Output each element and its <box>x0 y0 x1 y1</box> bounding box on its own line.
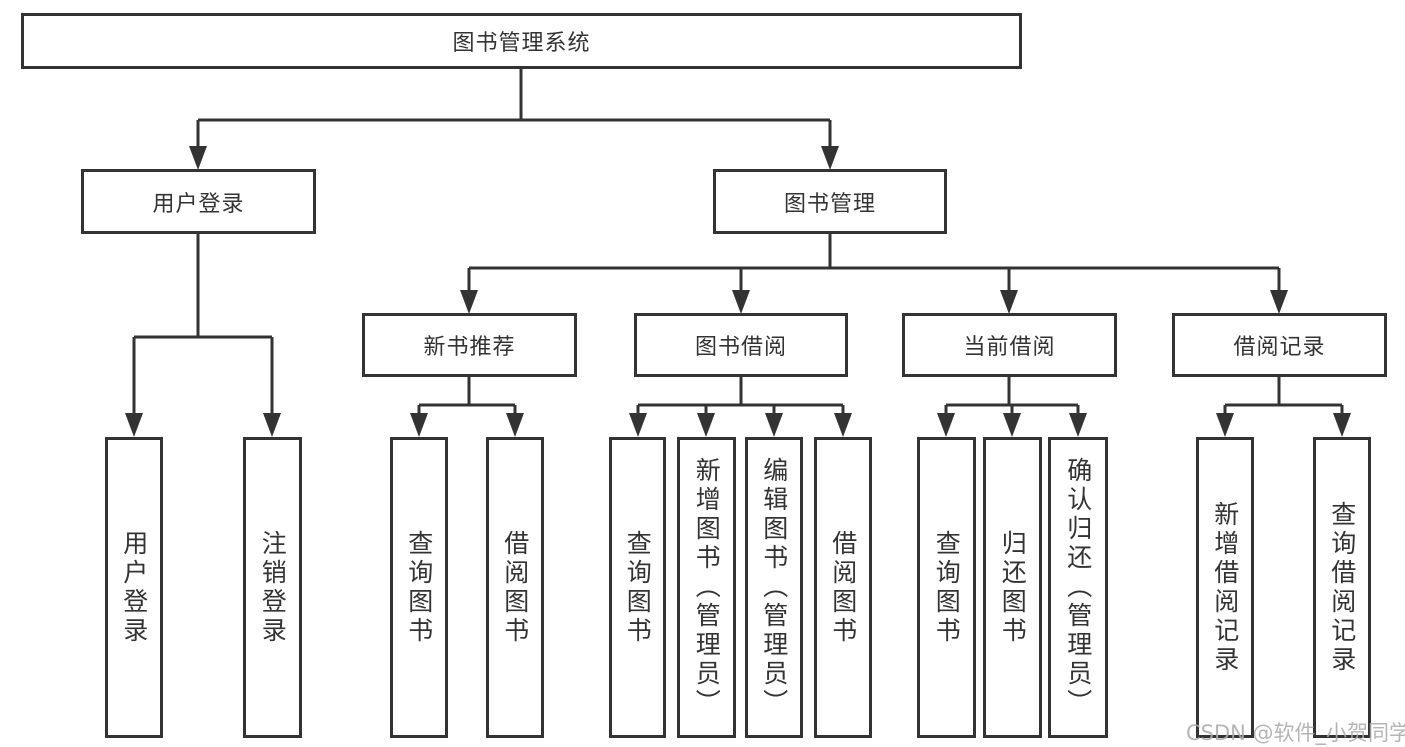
arrowhead <box>125 413 143 437</box>
node-user-login: 用户登录 <box>81 169 316 234</box>
arrowhead <box>629 413 647 437</box>
leaf-current-query-book: 查询图书 <box>917 437 976 738</box>
node-book-borrowing: 图书借阅 <box>634 313 848 377</box>
arrowhead <box>263 413 281 437</box>
arrowhead <box>697 413 715 437</box>
arrowhead <box>1000 290 1018 314</box>
leaf-recommend-query-book: 查询图书 <box>390 437 448 738</box>
leaf-borrow-add-book-admin: 新增图书（管理员） <box>677 437 736 738</box>
arrowheads <box>125 146 1351 437</box>
leaf-record-query-record: 查询借阅记录 <box>1313 437 1371 738</box>
node-new-book-recommend: 新书推荐 <box>362 313 577 377</box>
leaf-borrow-query-book: 查询图书 <box>609 437 666 738</box>
leaf-current-confirm-return-admin: 确认归还（管理员） <box>1048 437 1108 738</box>
arrowhead <box>1216 413 1234 437</box>
leaf-record-add-record: 新增借阅记录 <box>1196 437 1254 738</box>
arrowhead <box>189 146 207 170</box>
arrowhead <box>506 413 524 437</box>
arrowhead <box>937 413 955 437</box>
arrowhead <box>834 413 852 437</box>
node-library-management-system: 图书管理系统 <box>21 13 1022 69</box>
node-borrowing-records: 借阅记录 <box>1172 313 1387 377</box>
arrowhead <box>1069 413 1087 437</box>
node-book-management: 图书管理 <box>713 169 947 234</box>
csdn-watermark: CSDN @软件_小贺同学 <box>1186 721 1405 745</box>
leaf-recommend-borrow-book: 借阅图书 <box>486 437 544 738</box>
leaf-borrow-edit-book-admin: 编辑图书（管理员） <box>745 437 803 738</box>
leaf-user-login: 用户登录 <box>105 437 163 738</box>
arrowhead <box>1270 290 1288 314</box>
leaf-current-return-book: 归还图书 <box>983 437 1042 738</box>
arrowhead <box>1003 413 1021 437</box>
arrowhead <box>460 290 478 314</box>
arrowhead <box>765 413 783 437</box>
leaf-logout: 注销登录 <box>243 437 302 738</box>
node-current-borrowing: 当前借阅 <box>902 313 1117 377</box>
leaf-borrow-borrow-book: 借阅图书 <box>814 437 872 738</box>
arrowhead <box>1333 413 1351 437</box>
arrowhead <box>732 290 750 314</box>
arrowhead <box>821 146 839 170</box>
arrowhead <box>410 413 428 437</box>
